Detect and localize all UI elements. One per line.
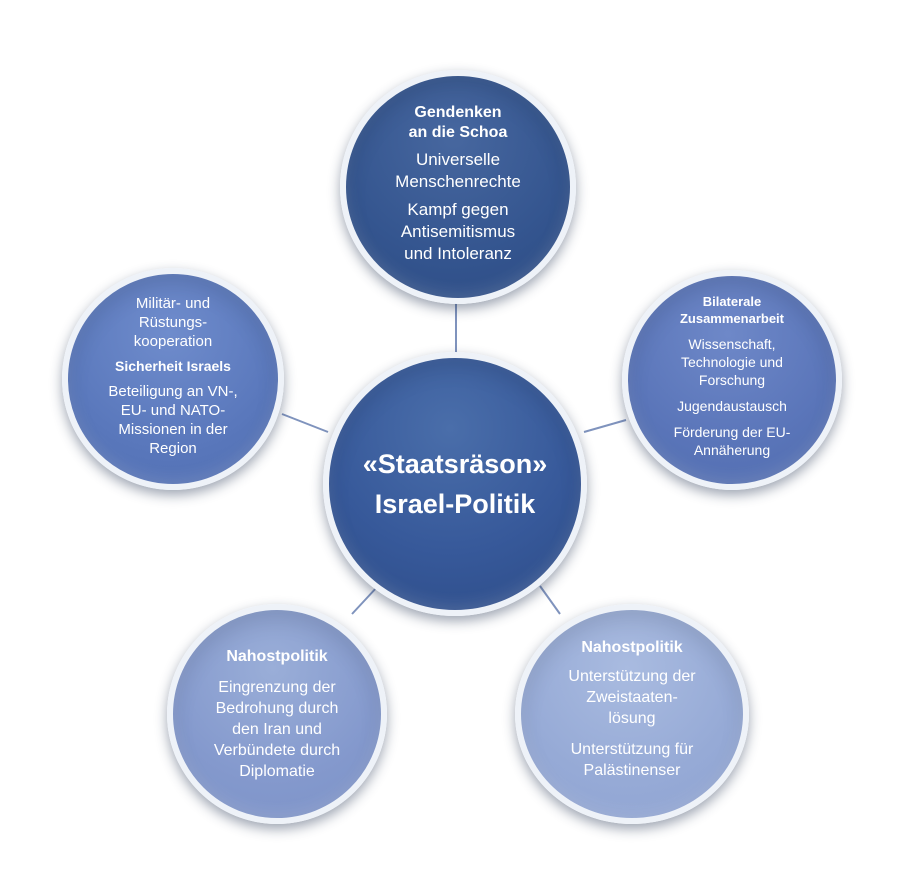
node-nahost-item-palaestinenser: Unterstützung für Palästinenser <box>571 739 694 781</box>
node-sicherheit-title: Sicherheit Israels <box>115 358 231 374</box>
menschenrechte-line-1: Universelle <box>415 150 501 169</box>
iran-line-5: Diplomatie <box>239 762 315 780</box>
iran-line-2: Bedrohung durch <box>215 699 339 717</box>
node-bilaterale-zusammenarbeit: Bilaterale Zusammenarbeit Wissenschaft, … <box>622 270 842 490</box>
node-bilateral-item-jugendaustausch: Jugendaustausch <box>677 397 787 415</box>
eu-annaeherung-line-2: Annäherung <box>693 442 771 458</box>
menschenrechte-line-2: Menschenrechte <box>395 172 521 191</box>
node-gedenken: Gendenken an die Schoa Universelle Mensc… <box>340 70 576 304</box>
missionen-line-3: Missionen in der <box>118 421 228 438</box>
node-nahost-iran-title: Nahostpolitik <box>226 647 328 665</box>
gedenken-title-line-1: Gendenken <box>414 104 502 121</box>
connector-bottom-right <box>539 585 561 615</box>
node-sicherheit-item-missionen: Beteiligung an VN-, EU- und NATO- Missio… <box>108 382 237 458</box>
node-sicherheit-item-kooperation: Militär- und Rüstungs- kooperation <box>134 294 212 351</box>
palaestinenser-line-2: Palästinenser <box>583 761 681 779</box>
node-nahost-item-zweistaaten: Unterstützung der Zweistaaten- lösung <box>568 666 695 729</box>
node-gedenken-item-menschenrechte: Universelle Menschenrechte <box>395 149 521 193</box>
missionen-line-2: EU- und NATO- <box>120 402 226 419</box>
kooperation-line-2: Rüstungs- <box>138 314 208 331</box>
connector-bottom-left <box>351 585 379 615</box>
jugendaustausch-line-1: Jugendaustausch <box>677 398 787 414</box>
palaestinenser-line-1: Unterstützung für <box>570 740 694 758</box>
node-nahostpolitik-iran: Nahostpolitik Eingrenzung der Bedrohung … <box>167 604 387 824</box>
node-bilateral-item-eu-annaeherung: Förderung der EU- Annäherung <box>674 423 791 459</box>
antisemitismus-line-3: und Intoleranz <box>404 244 512 263</box>
eu-annaeherung-line-1: Förderung der EU- <box>673 424 791 440</box>
hub-subtitle: Israel-Politik <box>374 489 536 519</box>
node-bilateral-title: Bilaterale Zusammenarbeit <box>680 293 784 327</box>
kooperation-line-3: kooperation <box>133 333 213 350</box>
zweistaaten-line-1: Unterstützung der <box>568 667 696 685</box>
node-gedenken-item-antisemitismus: Kampf gegen Antisemitismus und Intoleran… <box>401 199 515 265</box>
node-nahost-iran-item: Eingrenzung der Bedrohung durch den Iran… <box>214 677 340 782</box>
antisemitismus-line-2: Antisemitismus <box>400 222 516 241</box>
zweistaaten-line-3: lösung <box>608 709 656 727</box>
antisemitismus-line-1: Kampf gegen <box>407 200 509 219</box>
node-bilateral-item-wissenschaft: Wissenschaft, Technologie und Forschung <box>681 335 783 389</box>
connector-right <box>583 419 627 433</box>
gedenken-title-line-2: an die Schoa <box>408 124 508 141</box>
node-sicherheit: Militär- und Rüstungs- kooperation Siche… <box>62 268 284 490</box>
connector-left <box>281 413 329 433</box>
wissenschaft-line-2: Technologie und <box>681 354 783 370</box>
iran-line-4: Verbündete durch <box>213 741 341 759</box>
node-nahost-palaestina-title: Nahostpolitik <box>581 638 683 656</box>
missionen-line-4: Region <box>149 440 197 457</box>
node-gedenken-title: Gendenken an die Schoa <box>409 103 508 143</box>
bilateral-title-line-2: Zusammenarbeit <box>679 311 785 326</box>
iran-line-1: Eingrenzung der <box>218 678 336 696</box>
iran-line-3: den Iran und <box>232 720 322 738</box>
hub-title: «Staatsräson» <box>362 449 548 479</box>
wissenschaft-line-1: Wissenschaft, <box>688 336 776 352</box>
node-nahostpolitik-palaestina: Nahostpolitik Unterstützung der Zweistaa… <box>515 604 749 824</box>
wissenschaft-line-3: Forschung <box>698 372 766 388</box>
missionen-line-1: Beteiligung an VN-, <box>108 383 238 400</box>
node-hub-staatsraeson: «Staatsräson» Israel-Politik <box>323 352 587 616</box>
kooperation-line-1: Militär- und <box>135 295 211 312</box>
zweistaaten-line-2: Zweistaaten- <box>586 688 678 706</box>
bilateral-title-line-1: Bilaterale <box>702 294 762 309</box>
